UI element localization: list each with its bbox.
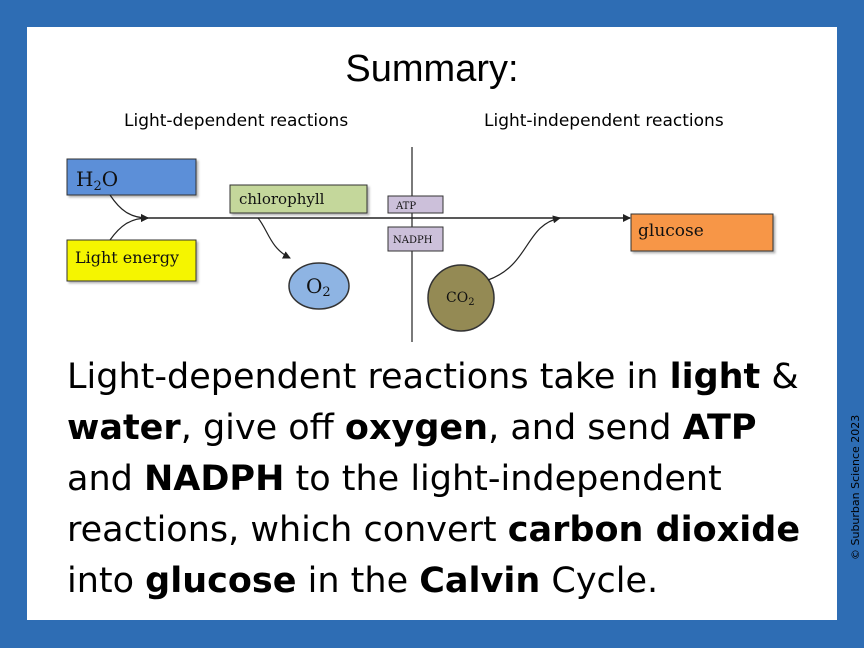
svg-text:H2O: H2O <box>76 167 118 194</box>
summary-paragraph: Light-dependent reactions take in light … <box>67 357 801 601</box>
svg-text:Light energy: Light energy <box>75 248 179 267</box>
svg-text:NADPH: NADPH <box>393 235 433 246</box>
glucose-box: glucose <box>630 213 774 252</box>
svg-text:O2: O2 <box>306 274 331 300</box>
light-arrow <box>109 214 149 241</box>
slide-title: Summary: <box>345 48 519 90</box>
co2-arrow <box>487 215 561 281</box>
label-light-dependent: Light-dependent reactions <box>124 111 349 131</box>
svg-text:glucose: glucose <box>638 221 704 241</box>
svg-text:chlorophyll: chlorophyll <box>239 190 325 208</box>
label-light-independent: Light-independent reactions <box>484 111 724 131</box>
copyright-text: © Suburban Science 2023 <box>849 414 862 560</box>
svg-text:CO2: CO2 <box>446 290 475 308</box>
h2o-arrow <box>109 194 149 222</box>
o2-arrow <box>257 217 291 259</box>
h2o-box: H2O <box>66 158 197 196</box>
nadph-box: NADPH <box>387 226 444 252</box>
svg-text:ATP: ATP <box>395 201 416 212</box>
o2-circle: O2 <box>288 262 350 310</box>
atp-box: ATP <box>387 195 444 214</box>
slide-panel <box>27 27 837 620</box>
light-energy-box: Light energy <box>66 239 197 282</box>
chlorophyll-box: chlorophyll <box>229 184 368 214</box>
co2-circle: CO2 <box>427 264 495 332</box>
